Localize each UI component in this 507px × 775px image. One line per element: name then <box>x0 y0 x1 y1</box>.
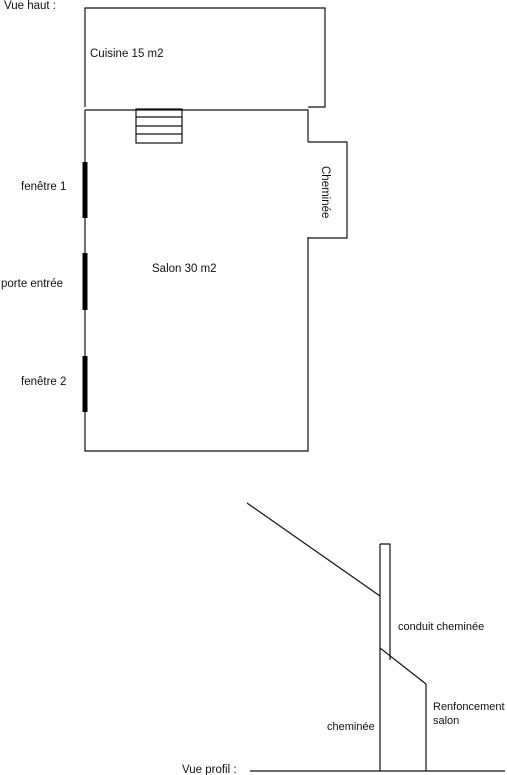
recess-label-line1: Renfoncement <box>433 701 505 713</box>
flue-label: conduit cheminée <box>398 621 484 633</box>
living-room-label: Salon 30 m2 <box>152 263 217 275</box>
staircase <box>135 108 183 144</box>
fireplace-box <box>308 141 348 239</box>
fireplace-label: Cheminée <box>319 166 331 218</box>
side-view-title: Vue profil : <box>182 764 237 775</box>
window-2-label: fenêtre 2 <box>21 376 66 388</box>
window-1-label: fenêtre 1 <box>21 181 66 193</box>
entry-door-label: porte entrée <box>1 278 63 290</box>
living-room-outline <box>84 109 309 452</box>
recess-label-line2: salon <box>433 715 459 727</box>
kitchen-label: Cuisine 15 m2 <box>90 48 164 60</box>
top-view-title: Vue haut : <box>4 0 56 12</box>
kitchen-outline <box>84 7 326 108</box>
chimney-profile <box>379 543 427 771</box>
roof-line <box>246 502 381 597</box>
side-fireplace-label: cheminée <box>327 721 375 733</box>
